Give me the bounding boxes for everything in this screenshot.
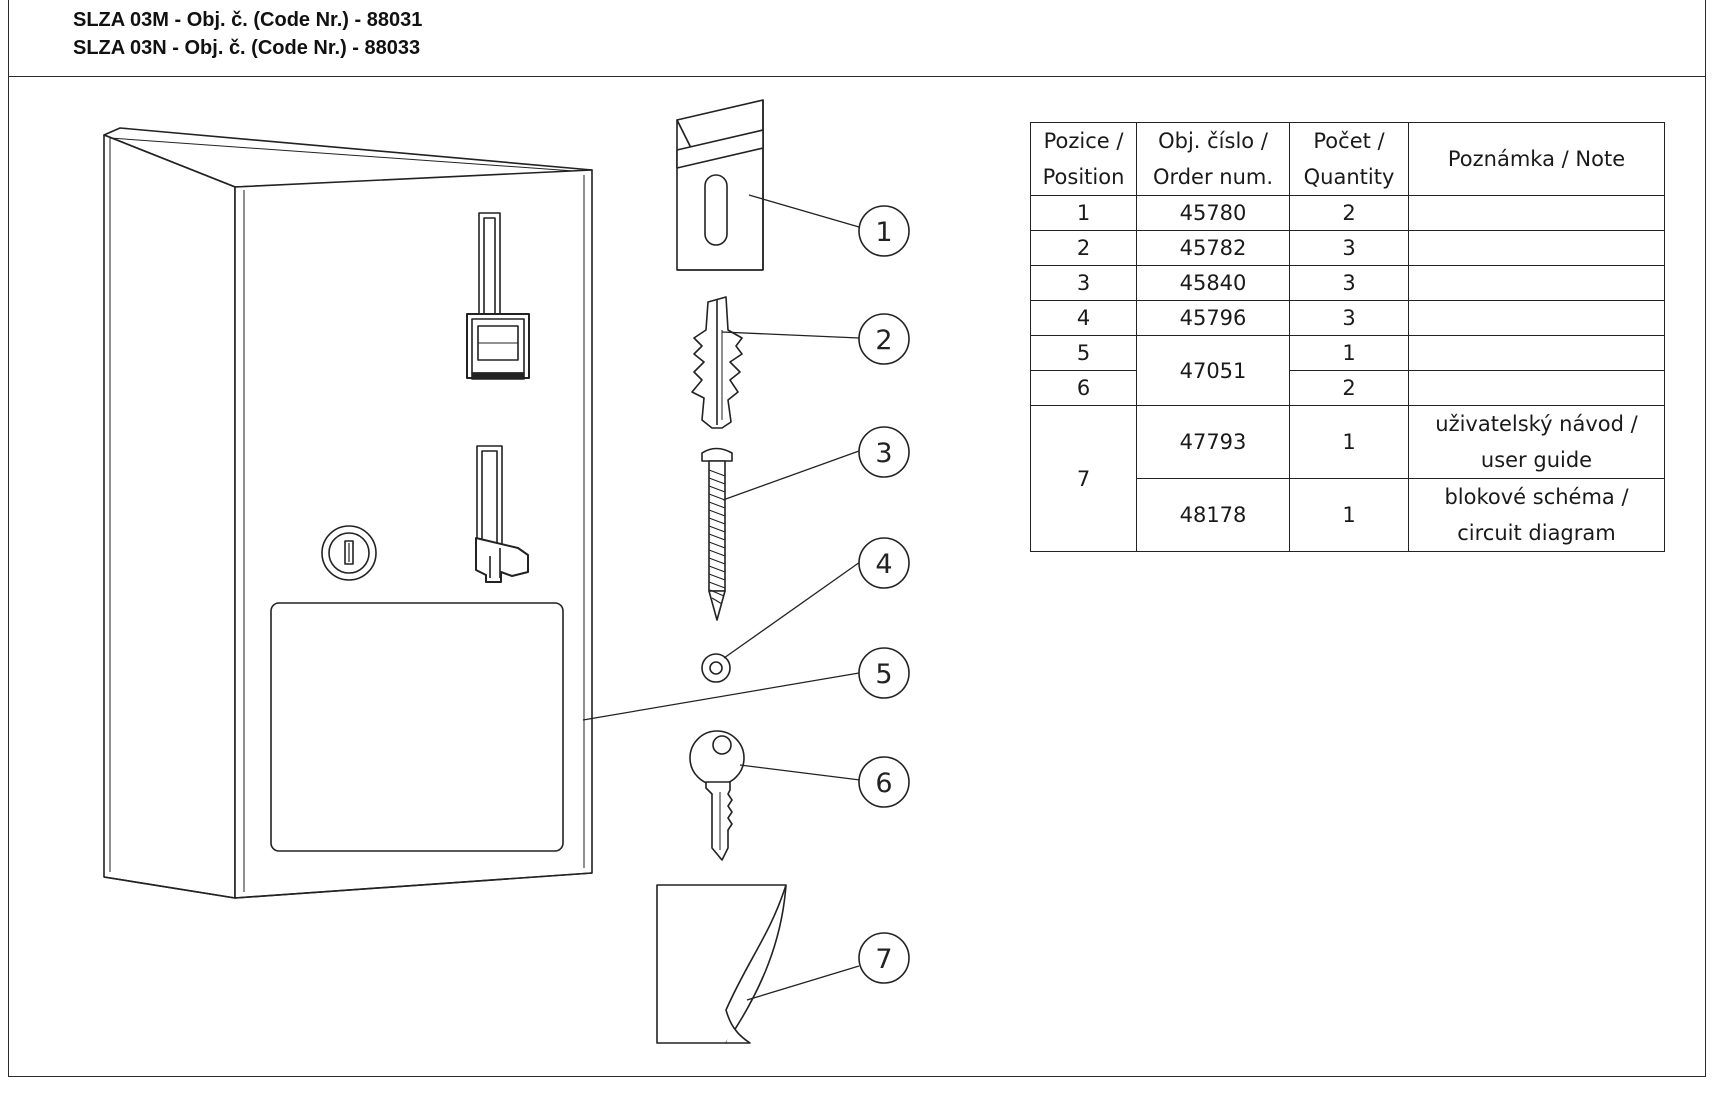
callout-5-label: 5 xyxy=(875,659,892,690)
callout-3-label: 3 xyxy=(875,438,892,469)
table-row: 1 45780 2 xyxy=(1030,195,1665,231)
table-row: 48178 1 blokové schéma /circuit diagram xyxy=(1031,478,1665,552)
header-quantity: Počet /Quantity xyxy=(1289,122,1409,196)
callout-circles xyxy=(858,205,910,984)
part-2-wall-plug xyxy=(691,296,743,429)
table-row: 6 2 xyxy=(1030,370,1665,406)
table-row: 4 45796 3 xyxy=(1030,300,1665,336)
header-order-number: Obj. číslo /Order num. xyxy=(1136,122,1290,196)
drawing-frame xyxy=(8,0,1706,1077)
table-row: 5 47051 1 xyxy=(1030,335,1665,406)
table-row: 2 45782 3 xyxy=(1030,230,1665,266)
callout-6-label: 6 xyxy=(875,768,892,799)
table-header-row: Pozice /Position Obj. číslo /Order num. … xyxy=(1030,122,1665,196)
title-line-1: SLZA 03M - Obj. č. (Code Nr.) - 88031 xyxy=(73,9,423,31)
header-bar: SLZA 03M - Obj. č. (Code Nr.) - 88031 SL… xyxy=(8,0,1706,77)
part-1-bracket xyxy=(676,99,764,271)
part-7-document xyxy=(656,884,787,1044)
title-line-2: SLZA 03N - Obj. č. (Code Nr.) - 88033 xyxy=(73,37,421,59)
header-note: Poznámka / Note xyxy=(1408,122,1665,196)
table-row: 3 45840 3 xyxy=(1030,265,1665,301)
part-4-washer xyxy=(701,653,731,683)
merged-order-cell: 47051 xyxy=(1136,335,1290,406)
header-position: Pozice /Position xyxy=(1030,122,1137,196)
callout-7-label: 7 xyxy=(875,944,892,975)
housing-box xyxy=(103,127,593,899)
parts-table: Pozice /Position Obj. číslo /Order num. … xyxy=(1030,122,1665,552)
callout-1-label: 1 xyxy=(875,217,892,248)
callout-2-label: 2 xyxy=(875,325,892,356)
part-6-key xyxy=(689,730,745,861)
leader-lines xyxy=(582,194,861,1001)
table-row: 7 47793 1 uživatelský návod /user guide xyxy=(1030,405,1665,552)
callout-4-label: 4 xyxy=(875,549,892,580)
merged-position-cell: 7 xyxy=(1030,405,1137,552)
part-3-screw xyxy=(701,447,733,621)
